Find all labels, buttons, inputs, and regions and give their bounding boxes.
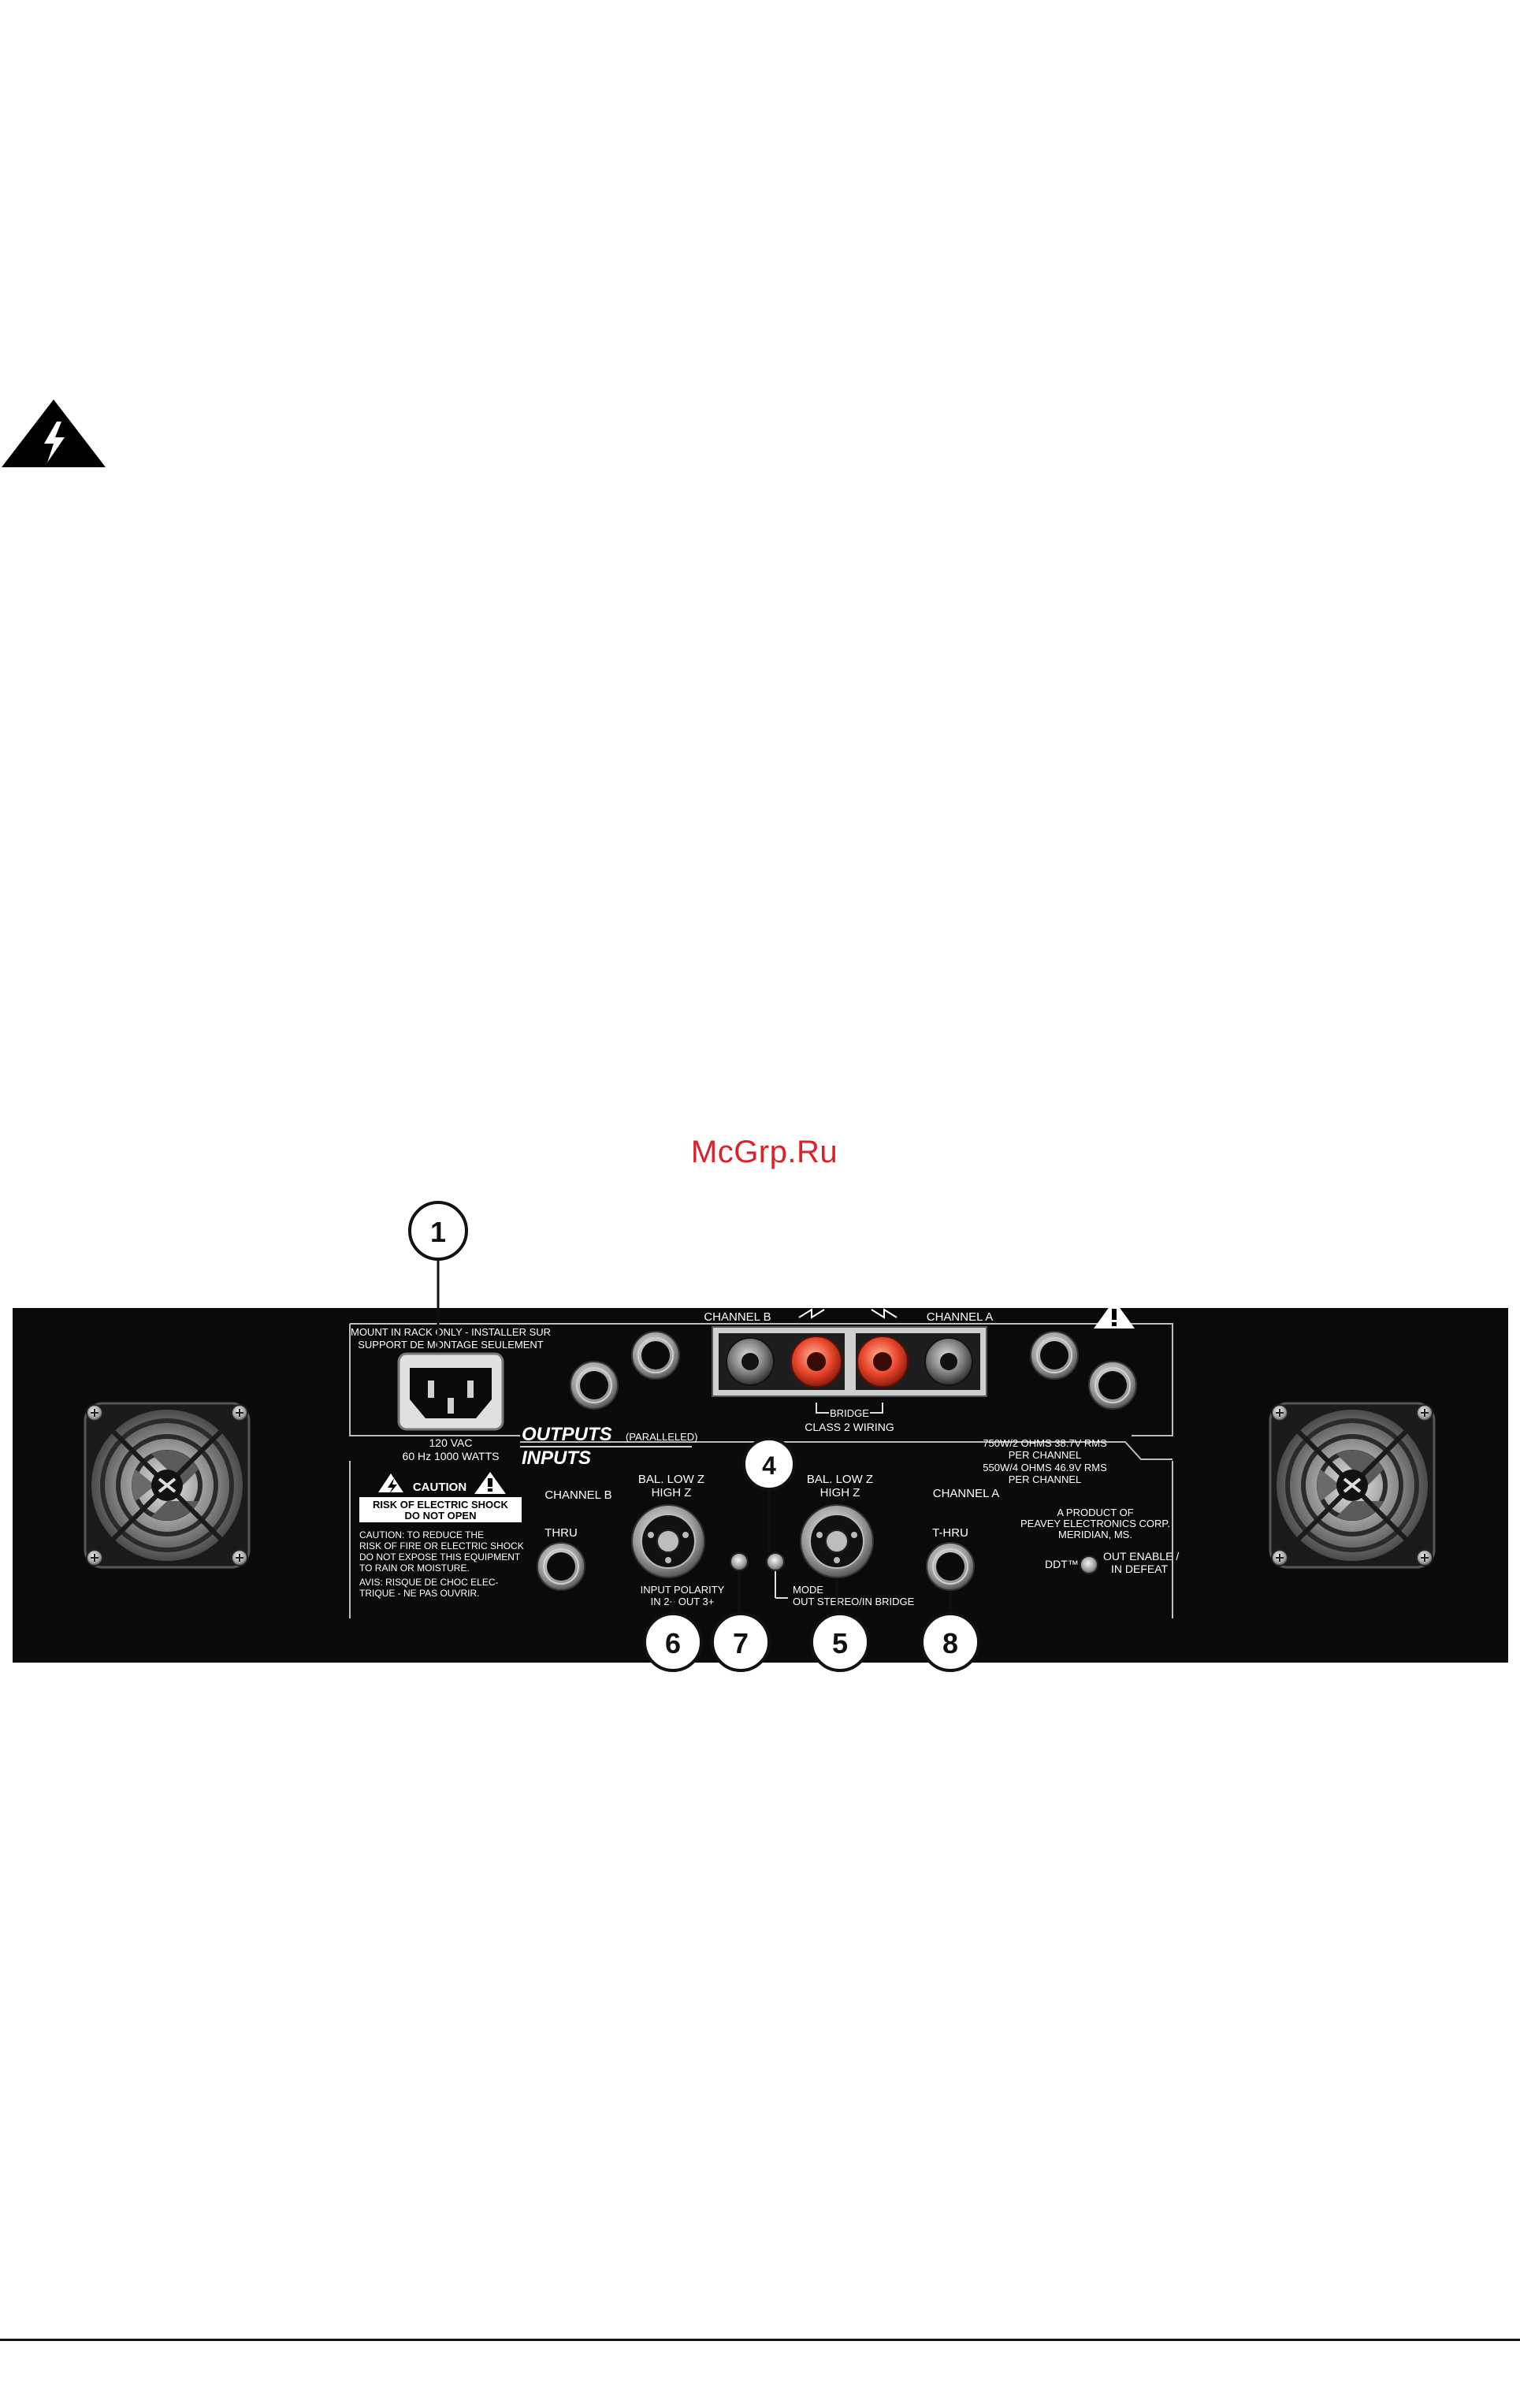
callout-7: 7: [711, 1612, 771, 1672]
mount-label-fr: SUPPORT DE MONTAGE SEULEMENT: [358, 1339, 544, 1351]
output-jack-a-upper[interactable]: [1030, 1331, 1079, 1380]
ddt-enable-label: OUT ENABLE /: [1103, 1550, 1179, 1563]
caution-title: CAUTION: [413, 1481, 466, 1494]
input-polarity-values: IN 2+ OUT 3+: [651, 1596, 715, 1607]
svg-text:8: 8: [942, 1627, 958, 1659]
thru-jack-b[interactable]: [537, 1542, 585, 1591]
thru-b-label: THRU: [544, 1526, 578, 1540]
caution-text-4: TO RAIN OR MOISTURE.: [359, 1563, 470, 1574]
callout-4: 4: [742, 1437, 796, 1491]
svg-text:4: 4: [762, 1451, 776, 1480]
cooling-fan-icon: [1270, 1403, 1434, 1567]
thru-a-label: T-HRU: [932, 1526, 968, 1540]
svg-text:5: 5: [832, 1627, 848, 1659]
binding-post-a-red[interactable]: [857, 1336, 909, 1388]
bal-low-z-a: BAL. LOW Z: [807, 1473, 873, 1486]
paralleled-label: (PARALLELED): [626, 1431, 698, 1443]
mount-label: MOUNT IN RACK ONLY - INSTALLER SUR: [351, 1326, 551, 1338]
outputs-label: OUTPUTS: [522, 1424, 612, 1445]
caution-label: CAUTION RISK OF ELECTRIC SHOCK DO NOT OP…: [359, 1472, 524, 1599]
high-z-b: HIGH Z: [652, 1486, 692, 1499]
watermark: McGrp.Ru: [690, 1135, 838, 1169]
rear-panel-diagram: MOUNT IN RACK ONLY - INSTALLER SUR SUPPO…: [13, 1201, 1508, 1672]
phase-symbol-icon: [798, 1308, 825, 1319]
channel-a-output-label: CHANNEL A: [927, 1310, 993, 1324]
channel-a-input-label: CHANNEL A: [933, 1487, 999, 1500]
svg-text:7: 7: [733, 1627, 749, 1659]
caution-text-2: RISK OF FIRE OR ELECTRIC SHOCK: [359, 1540, 524, 1551]
ddt-defeat-label: IN DEFEAT: [1111, 1563, 1169, 1575]
combo-input-a[interactable]: [800, 1504, 874, 1578]
location-label: MERIDIAN, MS.: [1058, 1529, 1132, 1540]
avis-text-2: TRIQUE - NE PAS OUVRIR.: [359, 1588, 479, 1599]
caution-text-1: CAUTION: TO REDUCE THE: [359, 1529, 484, 1540]
caution-do-not-open: DO NOT OPEN: [404, 1510, 476, 1522]
rating-2-ohm: 750W/2 OHMS 38.7V RMS: [983, 1437, 1107, 1449]
ddt-label: DDT™: [1045, 1558, 1079, 1570]
rating-4-ohm: 550W/4 OHMS 46.9V RMS: [983, 1462, 1107, 1473]
input-polarity-switch[interactable]: [730, 1552, 749, 1571]
high-z-a: HIGH Z: [820, 1486, 860, 1499]
channel-b-output-label: CHANNEL B: [704, 1310, 771, 1324]
exclamation-warning-icon: [1094, 1300, 1135, 1328]
input-polarity-label: INPUT POLARITY: [641, 1584, 725, 1596]
callout-8: 8: [920, 1612, 980, 1672]
caution-text-3: DO NOT EXPOSE THIS EQUIPMENT: [359, 1551, 521, 1563]
rating-4-ohm-per-channel: PER CHANNEL: [1009, 1473, 1081, 1485]
product-of-label: A PRODUCT OF: [1057, 1507, 1133, 1518]
combo-input-b[interactable]: [631, 1504, 705, 1578]
binding-post-b-red[interactable]: [790, 1336, 842, 1388]
callout-1: 1: [408, 1201, 468, 1261]
mode-label: MODE: [793, 1584, 823, 1596]
output-jack-a-lower[interactable]: [1088, 1361, 1137, 1410]
binding-post-b-black[interactable]: [726, 1337, 775, 1386]
binding-post-a-black[interactable]: [924, 1337, 973, 1386]
bridge-label: BRIDGE: [830, 1407, 869, 1419]
thru-jack-a[interactable]: [926, 1542, 975, 1591]
svg-text:1: 1: [430, 1216, 446, 1248]
footer-rule: [0, 2339, 1520, 2341]
svg-text:6: 6: [665, 1627, 681, 1659]
mode-switch[interactable]: [766, 1552, 785, 1571]
ddt-switch[interactable]: [1080, 1555, 1098, 1574]
channel-b-input-label: CHANNEL B: [544, 1488, 611, 1502]
caution-risk: RISK OF ELECTRIC SHOCK: [373, 1499, 509, 1511]
power-rating: 120 VAC: [429, 1436, 473, 1449]
mode-values: OUT STEREO/IN BRIDGE: [793, 1596, 915, 1607]
avis-text-1: AVIS: RISQUE DE CHOC ELEC-: [359, 1577, 498, 1588]
power-inlet[interactable]: [397, 1352, 504, 1431]
class2-label: CLASS 2 WIRING: [805, 1421, 894, 1433]
manufacturer-label: PEAVEY ELECTRONICS CORP.: [1020, 1518, 1170, 1529]
phase-symbol-icon: [871, 1308, 898, 1319]
bal-low-z-b: BAL. LOW Z: [638, 1473, 704, 1486]
callout-5: 5: [810, 1612, 870, 1672]
inputs-label: INPUTS: [522, 1447, 591, 1469]
output-jack-b-upper[interactable]: [631, 1331, 680, 1380]
power-rating-watts: 60 Hz 1000 WATTS: [403, 1450, 500, 1462]
lightning-warning-icon: [2, 399, 106, 467]
callout-6: 6: [643, 1612, 703, 1672]
cooling-fan-icon: [85, 1403, 249, 1567]
output-jack-b-lower[interactable]: [570, 1361, 619, 1410]
rating-2-ohm-per-channel: PER CHANNEL: [1009, 1449, 1081, 1461]
